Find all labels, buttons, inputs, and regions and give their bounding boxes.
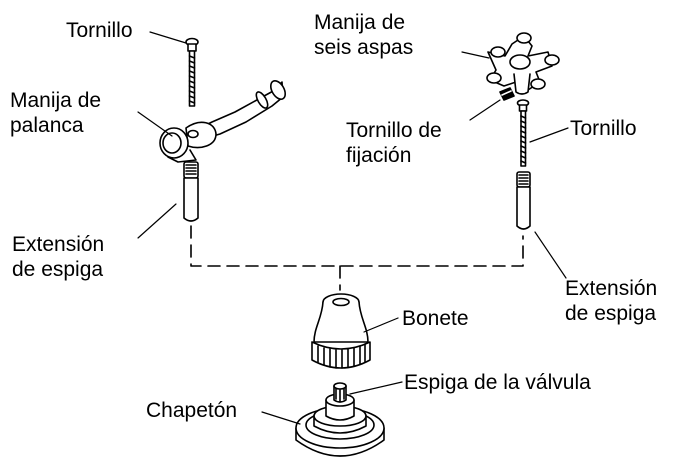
set-screw-illustration (499, 87, 515, 101)
label-bonete: Bonete (402, 307, 469, 330)
alignment-dashed-lines (190, 225, 524, 291)
left-screw-illustration (185, 37, 199, 107)
label-espiga-valvula: Espiga de la válvula (404, 371, 591, 394)
six-spoke-handle-illustration (486, 32, 560, 95)
right-stem-extension-illustration (516, 171, 531, 230)
label-chapeton: Chapetón (146, 399, 238, 422)
leader-lines (137, 31, 569, 425)
label-extension-left: Extensión de espiga (12, 233, 105, 281)
label-extension-right: Extensión de espiga (565, 277, 658, 325)
left-stem-extension-illustration (183, 161, 199, 222)
label-manija-seis-aspas: Manija de seis aspas (314, 11, 414, 59)
label-tornillo-left: Tornillo (66, 19, 133, 42)
bonnet-illustration (311, 293, 371, 369)
escutcheon-and-valve-stem-illustration (295, 382, 385, 457)
label-tornillo-right: Tornillo (570, 117, 637, 140)
label-tornillo-fijacion: Tornillo de fijación (346, 119, 442, 167)
lever-handle-illustration (159, 80, 287, 163)
right-screw-illustration (516, 99, 530, 167)
label-manija-palanca: Manija de palanca (10, 89, 102, 137)
